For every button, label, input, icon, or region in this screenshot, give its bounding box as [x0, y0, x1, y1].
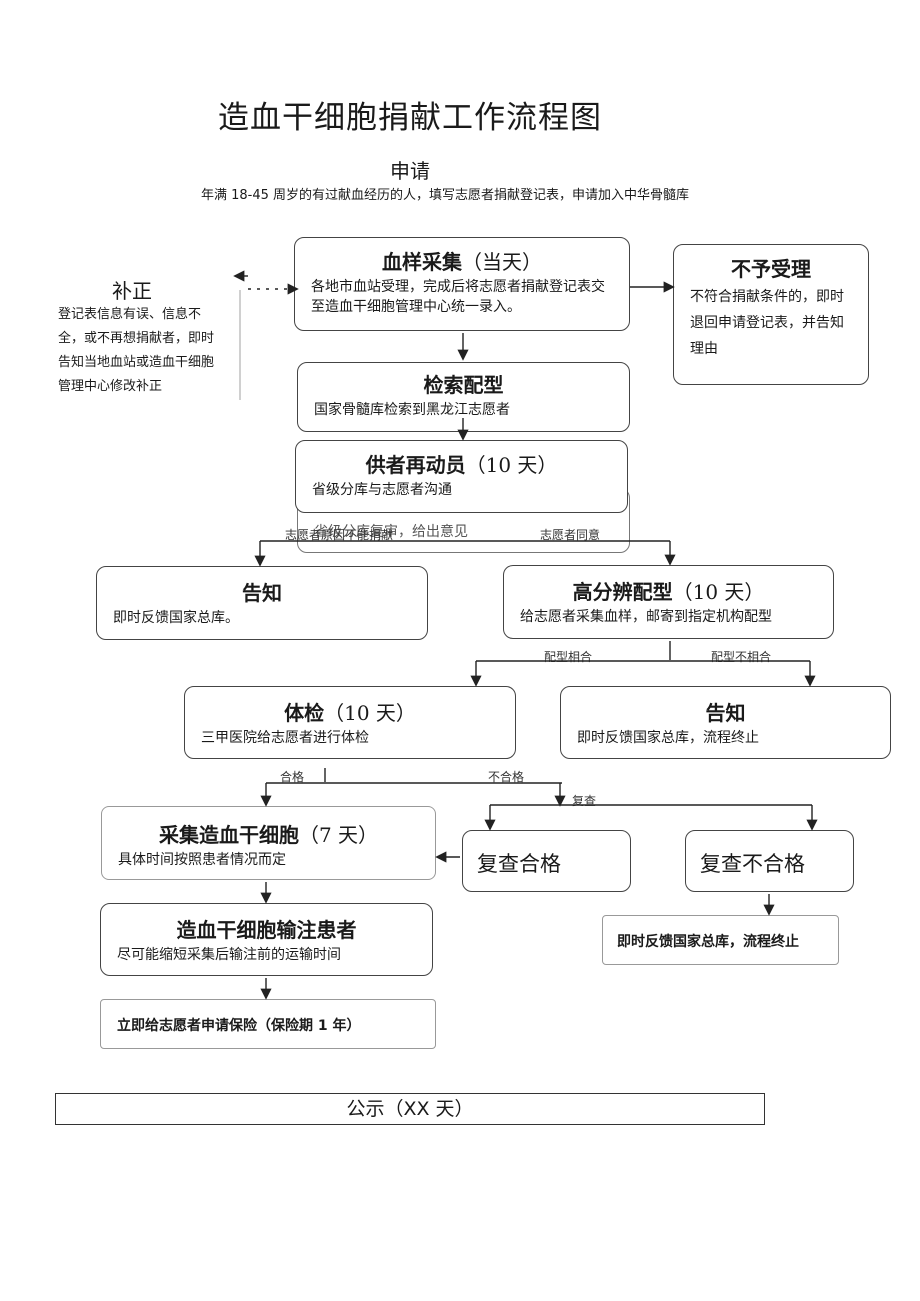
apply-heading: 申请 — [390, 159, 430, 183]
recheck-ok-title: 复查合格 — [477, 852, 561, 876]
notify-2-title: 告知 — [705, 701, 746, 725]
blood-sample-desc: 各地市血站受理，完成后将志愿者捐献登记表交至造血干细胞管理中心统一录入。 — [311, 279, 605, 315]
correction-heading: 补正 — [112, 279, 152, 303]
hr-match-days: （10 天） — [672, 580, 765, 604]
mobilize-title: 供者再动员 — [365, 453, 466, 477]
notify-1-title: 告知 — [242, 581, 282, 605]
recheck-fail-box: 复查不合格 — [685, 830, 854, 892]
fail-notify-desc: 即时反馈国家总库，流程终止 — [617, 934, 799, 950]
hr-match-box: 高分辨配型（10 天） 给志愿者采集血样，邮寄到指定机构配型 — [503, 565, 834, 639]
label-agree: 志愿者同意 — [540, 528, 601, 542]
hr-match-title: 高分辨配型 — [572, 580, 673, 604]
reject-box: 不予受理 不符合捐献条件的，即时退回申请登记表，并告知理由 — [673, 244, 869, 385]
notify-box-1: 告知 即时反馈国家总库。 — [96, 566, 428, 640]
collect-desc: 具体时间按照患者情况而定 — [118, 852, 286, 868]
exam-title: 体检 — [284, 701, 325, 725]
collect-box: 采集造血干细胞（7 天） 具体时间按照患者情况而定 — [101, 806, 436, 880]
collect-title: 采集造血干细胞 — [158, 823, 299, 847]
fail-notify-box: 即时反馈国家总库，流程终止 — [602, 915, 839, 965]
search-title: 检索配型 — [423, 373, 504, 397]
infuse-desc: 尽可能缩短采集后输注前的运输时间 — [117, 947, 341, 963]
collect-heading: 采集造血干细胞（7 天） — [102, 819, 435, 848]
mobilize-desc: 省级分库与志愿者沟通 — [312, 482, 452, 498]
correction-description: 登记表信息有误、信息不全，或不再想捐献者，即时告知当地血站或造血干细胞管理中心修… — [58, 307, 215, 394]
label-no-donate: 志愿者原因不能捐献 — [285, 528, 394, 542]
collect-days: （7 天） — [298, 823, 379, 847]
exam-desc: 三甲医院给志愿者进行体检 — [201, 730, 369, 746]
notify-1-desc: 即时反馈国家总库。 — [113, 610, 239, 626]
exam-heading: 体检（10 天） — [185, 697, 515, 726]
publicity-bar: 公示（XX 天） — [55, 1093, 765, 1125]
mobilize-heading: 供者再动员（10 天） — [296, 449, 627, 478]
infuse-title: 造血干细胞输注患者 — [176, 918, 357, 942]
mobilize-days: （10 天） — [465, 453, 558, 477]
search-desc: 国家骨髓库检索到黑龙江志愿者 — [314, 402, 510, 418]
insurance-desc: 立即给志愿者申请保险（保险期 1 年） — [117, 1018, 361, 1034]
notify-box-2: 告知 即时反馈国家总库，流程终止 — [560, 686, 891, 759]
mobilize-box: 供者再动员（10 天） 省级分库与志愿者沟通 — [295, 440, 628, 513]
insurance-box: 立即给志愿者申请保险（保险期 1 年） — [100, 999, 436, 1049]
blood-sample-title: 血样采集 — [382, 250, 462, 274]
exam-box: 体检（10 天） 三甲医院给志愿者进行体检 — [184, 686, 516, 759]
apply-description: 年满 18-45 周岁的有过献血经历的人，填写志愿者捐献登记表，申请加入中华骨髓… — [200, 188, 690, 203]
blood-sample-days: （当天） — [462, 250, 542, 274]
review-desc: 省级分库复审，给出意见 — [314, 524, 468, 540]
notify-2-desc: 即时反馈国家总库，流程终止 — [577, 730, 759, 746]
reject-title: 不予受理 — [731, 257, 811, 281]
page-title: 造血干细胞捐献工作流程图 — [218, 100, 602, 136]
label-pass: 合格 — [280, 770, 305, 784]
hr-match-desc: 给志愿者采集血样，邮寄到指定机构配型 — [520, 609, 772, 625]
blood-sample-box: 血样采集（当天） 各地市血站受理，完成后将志愿者捐献登记表交至造血干细胞管理中心… — [294, 237, 630, 331]
reject-desc: 不符合捐献条件的，即时退回申请登记表，并告知理由 — [690, 289, 844, 357]
hr-match-heading: 高分辨配型（10 天） — [504, 576, 833, 605]
recheck-fail-title: 复查不合格 — [700, 852, 805, 876]
label-fail: 不合格 — [488, 770, 525, 784]
infuse-box: 造血干细胞输注患者 尽可能缩短采集后输注前的运输时间 — [100, 903, 433, 976]
blood-sample-heading: 血样采集（当天） — [295, 246, 629, 275]
exam-days: （10 天） — [324, 701, 416, 725]
recheck-ok-box: 复查合格 — [462, 830, 631, 892]
